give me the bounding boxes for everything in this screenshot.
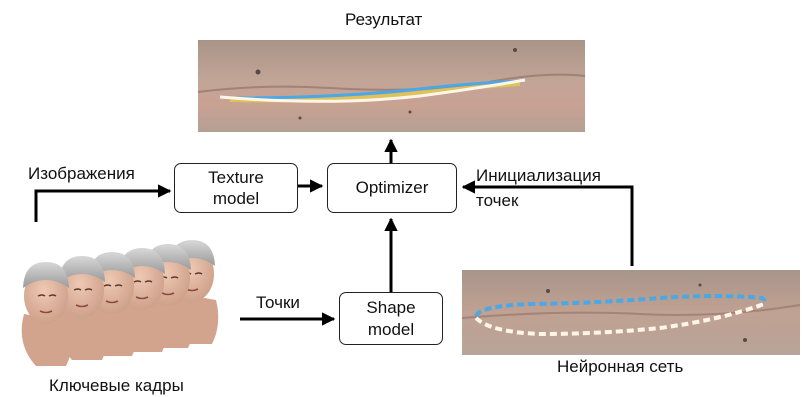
result-label: Результат bbox=[345, 11, 422, 28]
shape-model-label-1: Shape bbox=[366, 297, 415, 318]
images-label: Изображения bbox=[28, 165, 135, 182]
keyframes-label: Ключевые кадры bbox=[49, 377, 184, 394]
texture-model-label-2: model bbox=[208, 188, 264, 209]
shape-model-box: Shape model bbox=[339, 292, 443, 345]
texture-model-label-1: Texture bbox=[208, 167, 264, 188]
init-label-1: Инициализация bbox=[476, 167, 601, 184]
points-label: Точки bbox=[256, 294, 300, 311]
network-label: Нейронная сеть bbox=[557, 358, 683, 375]
arrow-icon bbox=[36, 191, 170, 222]
keyframes-faces bbox=[22, 240, 219, 366]
optimizer-box: Optimizer bbox=[327, 163, 457, 213]
network-image bbox=[462, 270, 800, 355]
result-image bbox=[198, 40, 585, 132]
texture-model-box: Texture model bbox=[174, 163, 298, 213]
init-label-2: точек bbox=[476, 192, 518, 209]
optimizer-label: Optimizer bbox=[356, 177, 429, 198]
shape-model-label-2: model bbox=[366, 319, 415, 340]
